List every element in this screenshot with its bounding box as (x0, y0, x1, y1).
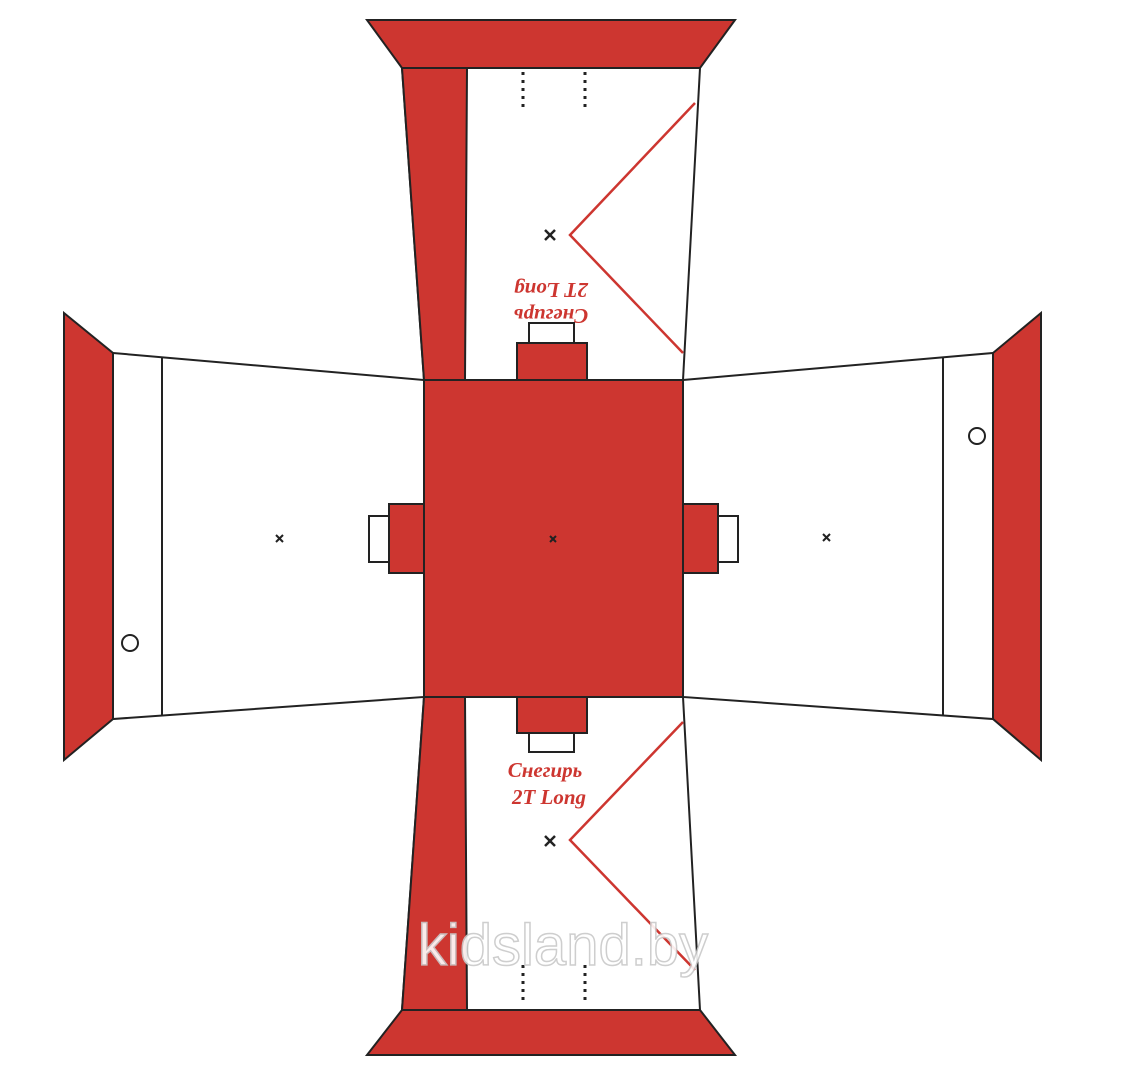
bottom-label-line2: 2T Long (511, 785, 586, 809)
bottom-panel: Снегирь 2T Long (364, 696, 738, 1056)
top-tab-inner (516, 342, 588, 381)
top-label-line2: 2T Long (514, 278, 589, 302)
bottom-window-outline (568, 721, 696, 971)
left-grommet-circle (121, 634, 139, 652)
bottom-label-line1: Снегирь (508, 758, 583, 782)
top-center-cross (544, 229, 556, 241)
top-label-group: Снегирь 2T Long (514, 278, 589, 328)
center-cross (549, 535, 557, 543)
watermark-text: kidsland.by (418, 913, 708, 978)
top-roof-flap (365, 19, 737, 69)
bottom-tab-outer (528, 732, 575, 753)
right-tab-inner (682, 503, 719, 574)
right-center-cross (822, 533, 831, 542)
center-panel (423, 379, 684, 698)
right-panel (682, 310, 1042, 763)
right-grommet-circle (968, 427, 986, 445)
left-tab-inner (388, 503, 425, 574)
right-tab-outer (717, 515, 739, 563)
top-tab-outer (528, 322, 575, 344)
bottom-tab-inner (516, 696, 588, 734)
top-window-outline (568, 102, 696, 354)
left-center-cross (275, 534, 284, 543)
left-tab-outer (368, 515, 390, 563)
bottom-center-cross (544, 835, 556, 847)
top-panel: Снегирь 2T Long (365, 19, 737, 381)
top-side-strip (400, 67, 469, 381)
left-panel (63, 310, 425, 763)
right-roof-flap (992, 310, 1042, 763)
left-roof-flap (63, 310, 114, 763)
bottom-roof-flap (364, 1009, 738, 1056)
